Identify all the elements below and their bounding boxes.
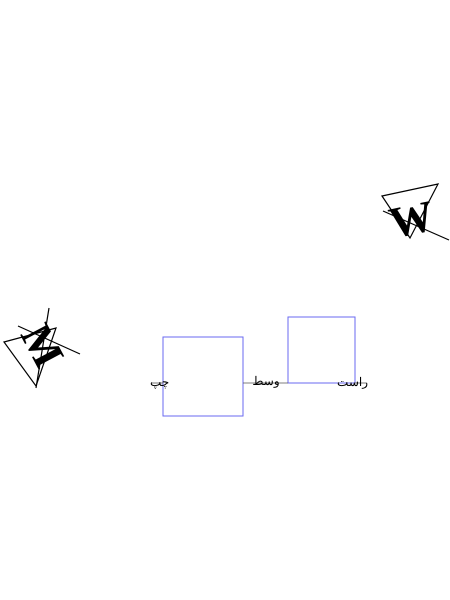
label-right: راست (337, 375, 368, 389)
glyph-figure-left: M (3, 307, 81, 389)
box-row: چپ وسط راست (150, 316, 368, 417)
label-middle: وسط (252, 374, 279, 388)
box-left (162, 336, 244, 417)
cross-line-vertical (35, 307, 50, 389)
label-left: چپ (150, 375, 169, 389)
triangle-outline (3, 327, 57, 388)
glyph-figure-upper-right: W (381, 183, 450, 248)
glyph-w: W (385, 191, 438, 248)
cross-line (382, 210, 450, 241)
box-right (287, 316, 356, 384)
cross-line-diagonal (17, 325, 81, 355)
